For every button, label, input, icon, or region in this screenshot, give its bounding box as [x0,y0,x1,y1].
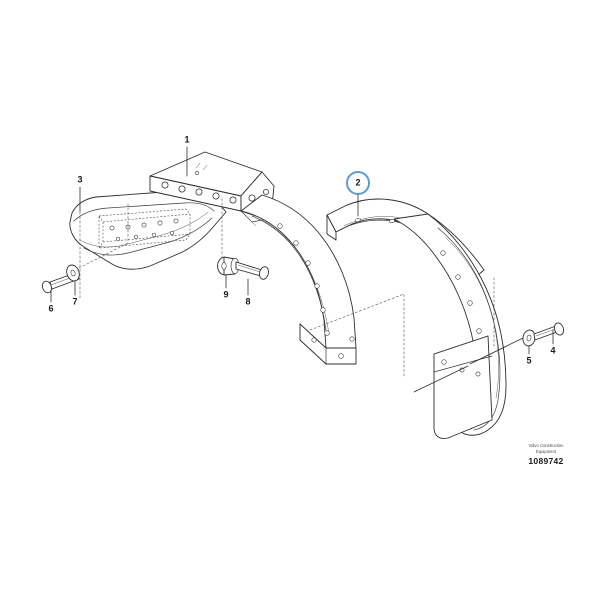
callout-label-1[interactable]: 1 [184,134,189,144]
part-3-front-fender-panel [69,190,227,270]
leader-7-ext [78,203,129,269]
bolt-8 [235,261,269,280]
bolt-4 [533,322,565,341]
callout-labels: 1 2 3 4 5 6 7 8 9 [48,134,555,365]
watermark-line-2: Equipment [536,449,557,454]
main-fender-arm [240,194,357,365]
callout-label-3[interactable]: 3 [77,174,82,184]
bolt-6 [41,271,80,294]
callout-label-5[interactable]: 5 [526,355,531,365]
watermark-line-1: Volvo Construction [529,443,565,448]
callout-label-9[interactable]: 9 [223,289,228,299]
watermark-part-number: 1089742 [528,456,563,466]
washer-5 [522,329,536,347]
fastener-group-left [41,264,80,294]
callout-label-6[interactable]: 6 [48,303,53,313]
fastener-group-center [217,256,269,280]
callout-label-2[interactable]: 2 [355,177,360,187]
spacer-9 [217,256,240,276]
callout-label-4[interactable]: 4 [550,345,555,355]
ref-line-flap [413,365,469,393]
fastener-group-right [522,322,565,347]
mud-flap-plate [433,335,493,439]
callout-label-8[interactable]: 8 [245,296,250,306]
watermark-block: Volvo Construction Equipment 1089742 [528,443,564,466]
highlight-ring-callout-2[interactable] [346,171,370,195]
leader-lines [50,146,554,393]
callout-label-7[interactable]: 7 [72,296,77,306]
leader-5-ext [469,337,524,365]
washer-7 [66,264,80,282]
